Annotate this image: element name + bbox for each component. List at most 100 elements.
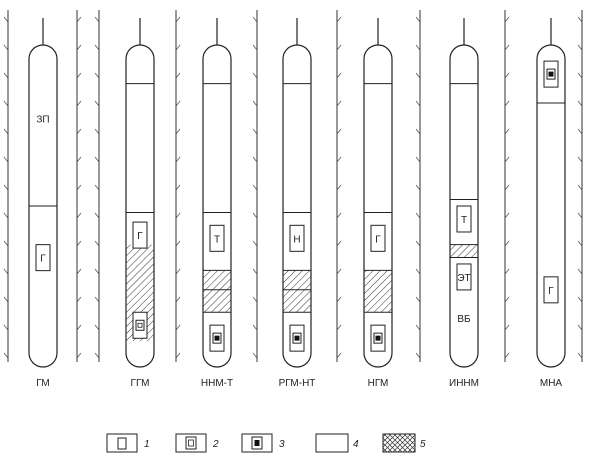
neutron-source-core (375, 335, 381, 341)
borehole-wall-hatch (94, 296, 100, 303)
borehole-wall-hatch (94, 156, 100, 163)
borehole-wall-hatch (336, 128, 342, 135)
borehole-wall-hatch (252, 240, 258, 247)
borehole-wall-hatch (76, 72, 82, 79)
body-label: ЗП (36, 114, 49, 125)
detector-letter: Г (137, 231, 143, 242)
detector-box (456, 263, 472, 291)
legend-swatch (382, 433, 416, 453)
borehole-wall-hatch (94, 100, 100, 107)
borehole-wall-hatch (3, 212, 9, 219)
borehole-wall-hatch (504, 212, 510, 219)
borehole-wall-hatch (577, 352, 583, 359)
borehole-wall-hatch (175, 240, 181, 247)
detector-letter: Г (40, 254, 46, 265)
borehole-wall-hatch (577, 296, 583, 303)
borehole-wall-hatch (76, 100, 82, 107)
shield-zone (450, 244, 478, 258)
legend-number: 1 (144, 439, 150, 450)
borehole-wall-hatch (175, 352, 181, 359)
borehole-wall-hatch (3, 16, 9, 23)
borehole-wall-hatch (252, 72, 258, 79)
borehole-wall-hatch (577, 324, 583, 331)
borehole-wall-hatch (336, 268, 342, 275)
borehole-wall-hatch (175, 296, 181, 303)
borehole-wall-hatch (3, 352, 9, 359)
shield-zone (283, 270, 311, 313)
borehole-wall-hatch (76, 128, 82, 135)
borehole-wall-hatch (175, 212, 181, 219)
borehole-wall-hatch (504, 296, 510, 303)
borehole-wall-hatch (504, 72, 510, 79)
borehole-wall-hatch (94, 128, 100, 135)
detector-box (35, 244, 51, 272)
tool-label: ННМ-Т (201, 378, 233, 389)
borehole-wall-hatch (577, 212, 583, 219)
borehole-wall-hatch (577, 44, 583, 51)
legend-item: 2 (175, 433, 219, 453)
borehole-wall-hatch (577, 240, 583, 247)
borehole-wall-hatch (336, 44, 342, 51)
borehole-wall-hatch (336, 324, 342, 331)
borehole-wall-hatch (252, 268, 258, 275)
borehole-wall-hatch (3, 268, 9, 275)
detector-letter: Г (548, 286, 554, 297)
detector-letter: Н (293, 234, 300, 245)
borehole-wall-hatch (415, 16, 421, 23)
borehole-wall-hatch (175, 100, 181, 107)
borehole-wall-hatch (94, 268, 100, 275)
legend-item: 1 (106, 433, 150, 453)
borehole-wall-hatch (415, 44, 421, 51)
borehole-wall-hatch (175, 324, 181, 331)
borehole-wall-hatch (415, 268, 421, 275)
gamma-source-core (188, 439, 194, 447)
legend-number: 3 (279, 439, 285, 450)
tool-body (536, 44, 566, 368)
borehole-wall-hatch (252, 184, 258, 191)
borehole-wall-hatch (504, 240, 510, 247)
borehole-wall-hatch (336, 184, 342, 191)
borehole-wall-hatch (504, 44, 510, 51)
borehole-wall-hatch (252, 324, 258, 331)
borehole-wall-hatch (252, 16, 258, 23)
tool-label: ГМ (36, 378, 50, 389)
borehole-wall-hatch (415, 212, 421, 219)
borehole-wall-hatch (577, 184, 583, 191)
borehole-wall-hatch (76, 268, 82, 275)
detector-box (370, 224, 386, 252)
neutron-source-core (254, 440, 260, 446)
detector-box (456, 205, 472, 233)
borehole-wall-hatch (577, 16, 583, 23)
detector-letter: ЭТ (457, 273, 470, 284)
borehole-wall-hatch (3, 128, 9, 135)
borehole-wall-hatch (504, 100, 510, 107)
borehole-wall-hatch (252, 212, 258, 219)
borehole-wall-hatch (76, 240, 82, 247)
borehole-wall-hatch (252, 100, 258, 107)
tool-body (202, 44, 232, 368)
borehole-wall-hatch (175, 128, 181, 135)
borehole-wall-hatch (415, 128, 421, 135)
borehole-wall-hatch (94, 240, 100, 247)
borehole-wall-hatch (415, 72, 421, 79)
borehole-wall-hatch (252, 296, 258, 303)
tool-body (125, 44, 155, 368)
borehole-wall-hatch (94, 16, 100, 23)
borehole-wall-hatch (252, 156, 258, 163)
body-label: ВБ (457, 314, 471, 325)
shield-zone (364, 270, 392, 313)
borehole-wall-hatch (3, 100, 9, 107)
detector-letter: Г (375, 234, 381, 245)
borehole-wall-hatch (336, 296, 342, 303)
neutron-source-core (214, 335, 220, 341)
legend-item: 4 (315, 433, 359, 453)
borehole-wall-hatch (76, 156, 82, 163)
borehole-wall-hatch (252, 352, 258, 359)
borehole-wall-hatch (3, 296, 9, 303)
